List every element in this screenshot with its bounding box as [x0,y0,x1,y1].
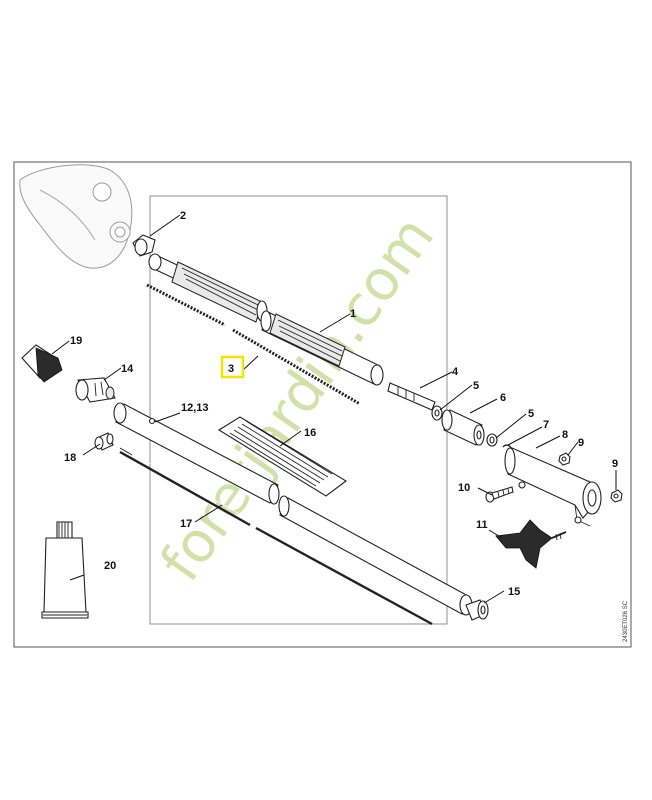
label-14[interactable]: 14 [121,363,134,375]
part-12-13-tube [113,402,473,616]
drawing-code: 2430ET026 SC [623,600,629,642]
part-20-grease-tube [41,521,89,619]
part-15-end-cap [465,599,489,621]
part-14-coupling-sleeve [75,377,116,403]
part-8-clamp [504,447,602,527]
label-20[interactable]: 20 [104,560,116,572]
part-4-coupling [387,382,436,411]
outer-frame [13,161,632,648]
leader-lines [51,214,617,604]
label-18[interactable]: 18 [64,452,76,464]
part-19-cap [21,344,63,383]
part-17-drive-rod [119,447,433,626]
part-10-screw [485,486,514,503]
part-9-nut-a [558,452,571,466]
label-17[interactable]: 17 [180,518,192,530]
label-5b[interactable]: 5 [528,408,534,420]
part-6-bushing [441,409,485,446]
label-3[interactable]: 3 [228,363,234,375]
label-4[interactable]: 4 [452,366,459,378]
part-3-drive-shaft [146,283,361,406]
part-1-tube-upper [148,253,268,323]
label-5a[interactable]: 5 [473,380,479,392]
part-16-plate [217,416,347,497]
part-9-nut-b [610,489,623,503]
motor-housing [19,164,133,269]
part-11-star-knob [495,519,567,569]
label-9a[interactable]: 9 [578,437,584,449]
label-16[interactable]: 16 [304,427,316,439]
label-11[interactable]: 11 [476,519,488,531]
label-8[interactable]: 8 [562,429,568,441]
part-1-tube-lower [260,310,384,386]
part-5-washer-a [431,405,443,421]
highlight-box [220,355,245,379]
part-5-washer-b [486,433,498,447]
watermark: foretjardin.com [148,205,447,593]
label-1[interactable]: 1 [350,308,356,320]
label-12-13[interactable]: 12,13 [181,402,209,414]
part-18-bushing [94,432,114,451]
label-9b[interactable]: 9 [612,458,618,470]
label-2[interactable]: 2 [180,210,186,222]
label-7[interactable]: 7 [543,419,549,431]
label-10[interactable]: 10 [458,482,470,494]
label-15[interactable]: 15 [508,586,520,598]
label-19[interactable]: 19 [70,335,82,347]
part-2-sleeve [132,234,156,257]
label-6[interactable]: 6 [500,392,506,404]
